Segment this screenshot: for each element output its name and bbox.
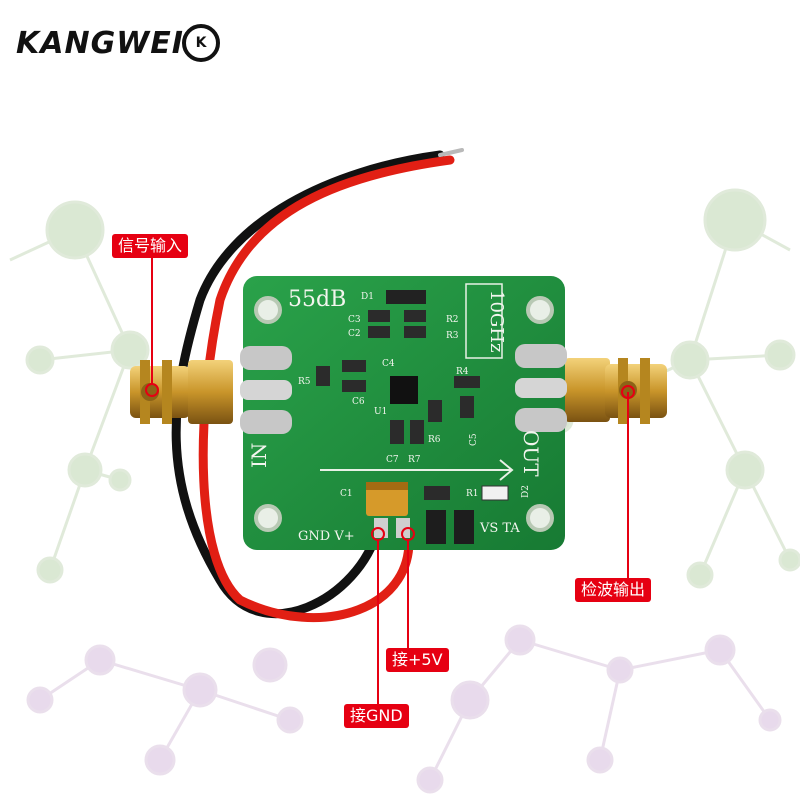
part-R7: R7 (408, 455, 421, 465)
part-C1: C1 (340, 489, 353, 499)
gain-label: 55dB (288, 287, 346, 312)
part-C2: C2 (348, 329, 361, 339)
callout-connect-5v: 接+5V (386, 648, 449, 672)
out-label: OUT (519, 430, 543, 477)
part-R2: R2 (446, 315, 459, 325)
part-R5: R5 (298, 377, 311, 387)
callout-connect-gnd: 接GND (344, 704, 409, 728)
part-C6: C6 (352, 397, 365, 407)
right-header-label: VS TA (479, 521, 520, 536)
part-R3: R3 (446, 331, 459, 341)
brand-badge-icon: K (182, 24, 220, 62)
freq-label: 10GHz (486, 290, 507, 352)
part-C4: C4 (382, 359, 395, 369)
callout-detect-output: 检波输出 (575, 578, 652, 602)
molecule-background-lower (26, 624, 782, 794)
left-header-label: GND V+ (298, 529, 355, 544)
part-C3: C3 (348, 315, 361, 325)
sma-input-connector (130, 360, 233, 424)
part-R4: R4 (456, 367, 469, 377)
part-D1: D1 (361, 292, 374, 302)
callout-signal-input: 信号输入 (112, 234, 189, 258)
power-wires (171, 148, 464, 623)
part-D2: D2 (521, 485, 531, 498)
in-label: IN (247, 443, 271, 468)
part-R1: R1 (466, 489, 479, 499)
pcb-board (240, 276, 567, 550)
part-C5: C5 (469, 433, 479, 446)
brand-logo: KANGWEI (16, 26, 184, 61)
part-C7: C7 (386, 455, 399, 465)
part-R6: R6 (428, 435, 441, 445)
part-U1: U1 (374, 407, 387, 417)
